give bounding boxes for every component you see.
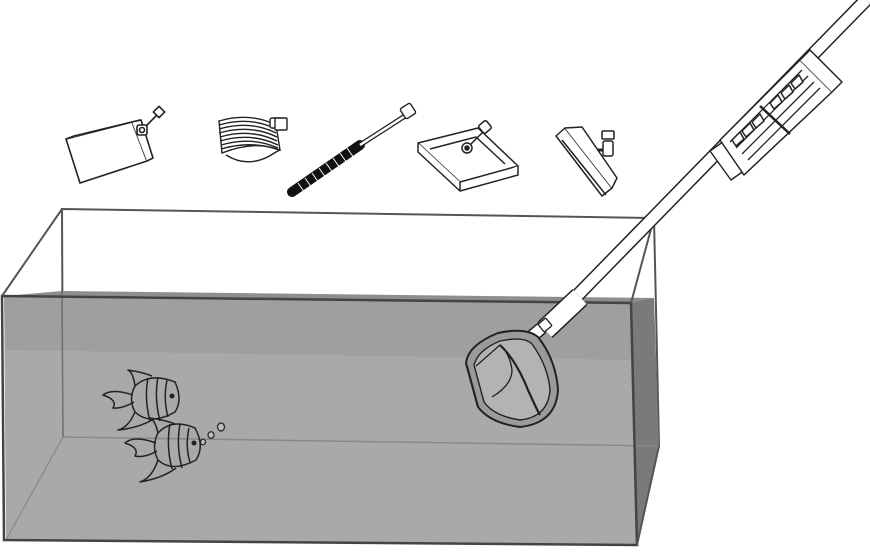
gravel-rake-attachment-icon: [218, 116, 288, 163]
bubble: [199, 438, 207, 446]
net-with-telescopic-handle: [465, 0, 870, 428]
fish-net-attachment-icon: [65, 105, 166, 184]
air-bubbles: [199, 422, 226, 446]
blade-scraper-attachment-icon: [555, 126, 618, 197]
bubble: [216, 422, 226, 432]
bubble: [207, 431, 215, 439]
aquarium-tank: [0, 207, 661, 547]
angelfish-upper: [102, 369, 180, 431]
handle-grip: [719, 49, 843, 176]
bottle-brush-attachment-icon: [287, 102, 417, 197]
water-right-side: [631, 298, 659, 545]
water-surface: [4, 291, 654, 303]
flat-scraper-attachment-icon: [417, 120, 519, 192]
angelfish-lower: [124, 417, 201, 483]
